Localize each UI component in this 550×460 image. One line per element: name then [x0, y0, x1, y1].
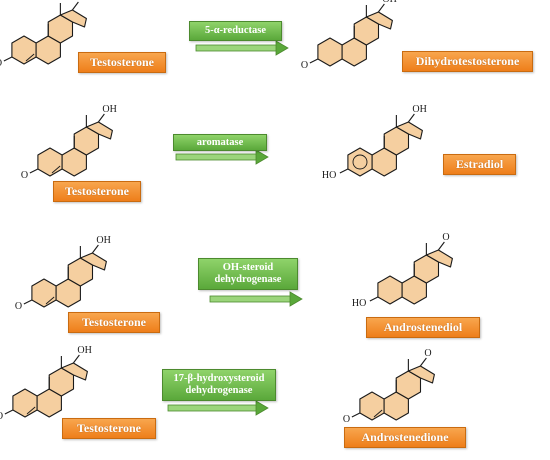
molecule-dihydrotestosterone: OH O — [301, 0, 397, 71]
reaction-arrow-3 — [209, 291, 303, 307]
substrate-label-4: Testosterone — [62, 418, 156, 439]
enzyme-label-1: 5-α-reductase — [189, 21, 282, 41]
product-label-1: Dihydrotestosterone — [402, 51, 533, 72]
molecule-testosterone-4: OH O — [0, 345, 92, 422]
ketone-oxygen: O — [0, 411, 3, 422]
molecule-estradiol: OH HO — [322, 104, 427, 181]
ketone-oxygen: O — [21, 170, 28, 181]
product-label-3: Androstenediol — [366, 317, 480, 338]
substrate-label-3: Testosterone — [68, 312, 160, 333]
ketone-oxygen: O — [0, 58, 2, 69]
molecule-androstenediol: O HO — [352, 232, 453, 309]
product-label-4: Androstenedione — [344, 427, 466, 448]
hydroxyl-group: OH — [382, 0, 396, 5]
substrate-label-2: Testosterone — [53, 181, 141, 202]
enzyme-label-4: 17-β-hydroxysteroid dehydrogenase — [162, 369, 276, 401]
hydroxy-group: HO — [352, 298, 366, 309]
ketone-oxygen: O — [301, 60, 308, 71]
ketone-oxygen: O — [343, 414, 350, 425]
ketone-oxygen: O — [15, 301, 22, 312]
reaction-arrow-2 — [175, 149, 269, 165]
enzyme-label-2: aromatase — [173, 134, 267, 151]
hydroxyl-group: OH — [76, 0, 90, 3]
molecule-testosterone-3: OH O — [15, 235, 111, 312]
hydroxyl-group: OH — [102, 104, 116, 115]
enzyme-label-3: OH-steroid dehydrogenase — [198, 258, 298, 290]
ketone-oxygen: O — [424, 348, 431, 359]
product-label-2: Estradiol — [443, 154, 516, 175]
reaction-arrow-1 — [195, 40, 289, 56]
hydroxyl-group: OH — [77, 345, 91, 356]
molecule-androstenedione: OO — [343, 348, 435, 425]
ketone-oxygen: O — [442, 232, 449, 243]
hydroxy-group: HO — [322, 170, 336, 181]
reaction-arrow-4 — [167, 400, 269, 416]
molecule-testosterone-2: OH O — [21, 104, 117, 181]
substrate-label-1: Testosterone — [78, 52, 166, 73]
hydroxyl-group: OH — [96, 235, 110, 246]
hydroxyl-group: OH — [412, 104, 426, 115]
molecule-testosterone-1: OH O — [0, 0, 91, 69]
